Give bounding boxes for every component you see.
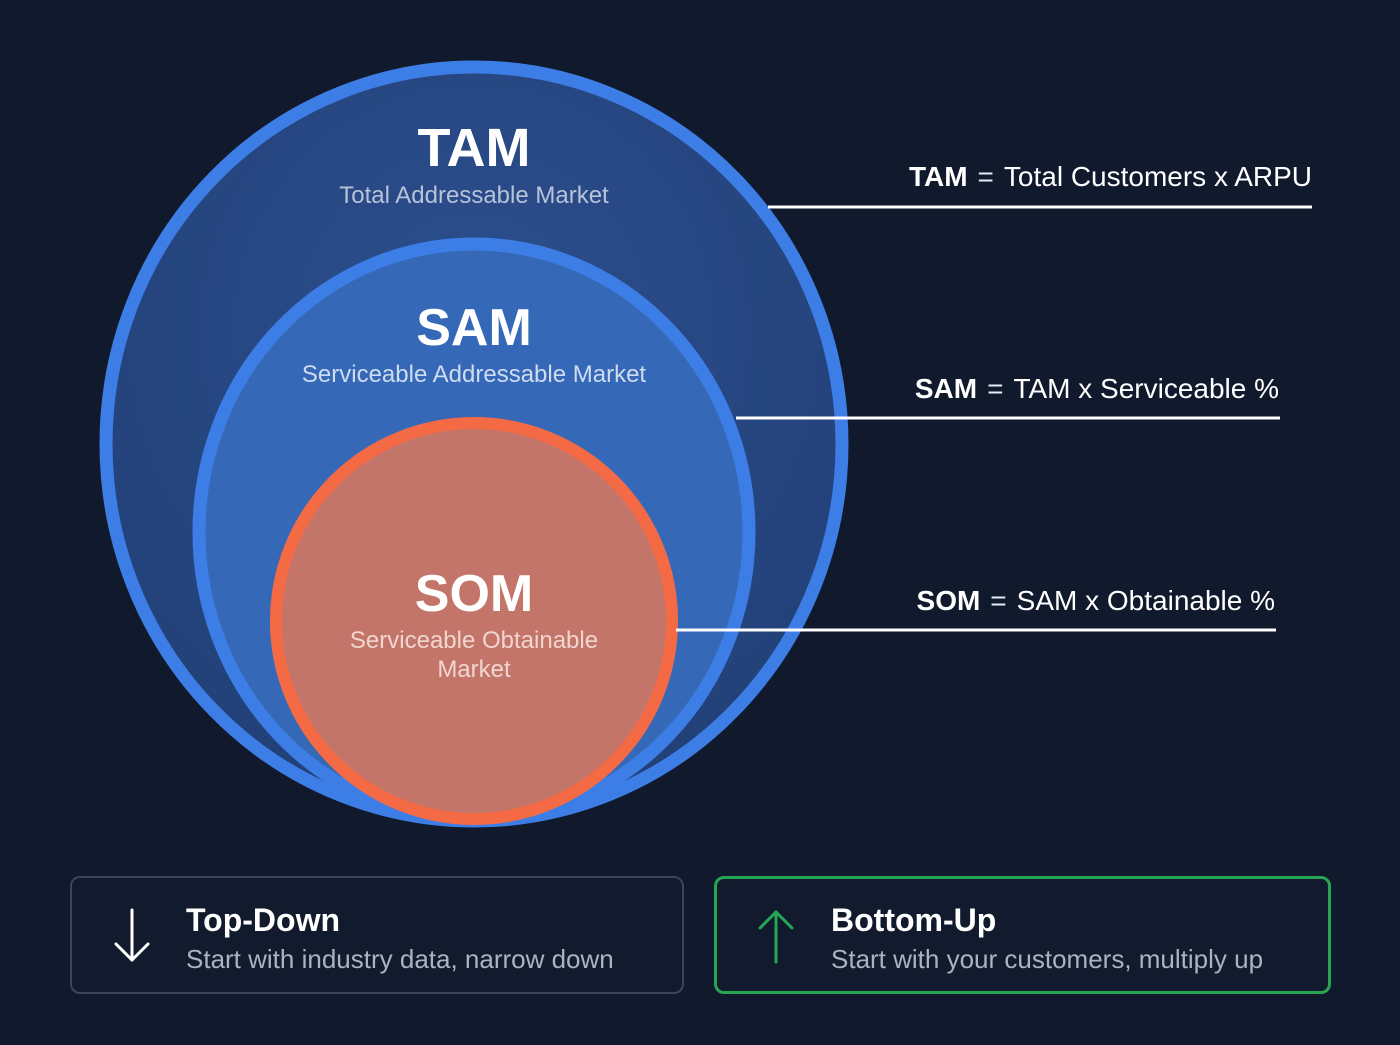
tam-full-name: Total Addressable Market	[339, 182, 609, 209]
bottom-up-card: Bottom-Up Start with your customers, mul…	[714, 876, 1331, 994]
sam-equals: =	[987, 373, 1004, 404]
sam-formula-expression: TAM x Serviceable %	[1013, 373, 1279, 404]
som-equals: =	[990, 585, 1007, 616]
som-acronym: SOM	[415, 565, 533, 623]
tam-acronym: TAM	[418, 118, 531, 178]
som-formula-expression: SAM x Obtainable %	[1016, 585, 1275, 616]
tam-formula-label: TAM	[908, 161, 968, 192]
bottom-up-title: Bottom-Up	[831, 902, 997, 938]
som-full-name-line2: Market	[437, 656, 511, 683]
tam-formula-expression: Total Customers x ARPU	[1003, 161, 1312, 192]
bottom-up-description: Start with your customers, multiply up	[831, 944, 1264, 974]
top-down-card: Top-Down Start with industry data, narro…	[70, 876, 684, 994]
top-down-description: Start with industry data, narrow down	[186, 944, 614, 974]
sam-full-name: Serviceable Addressable Market	[302, 361, 647, 388]
som-full-name-line1: Serviceable Obtainable	[350, 627, 598, 654]
arrow-up-icon	[758, 910, 794, 964]
market-size-diagram: TAM Total Addressable Market SAM Service…	[99, 60, 1312, 828]
sam-formula-label: SAM	[914, 373, 978, 404]
tam-equals: =	[977, 161, 994, 192]
tam-formula: TAM = Total Customers x ARPU	[909, 161, 1312, 193]
som-formula-label: SOM	[916, 585, 981, 616]
sam-acronym: SAM	[416, 299, 532, 357]
sam-formula: SAM = TAM x Serviceable %	[915, 373, 1279, 405]
top-down-title: Top-Down	[186, 902, 341, 938]
arrow-down-icon	[114, 908, 150, 962]
som-circle	[270, 417, 678, 825]
som-formula: SOM = SAM x Obtainable %	[917, 585, 1275, 617]
